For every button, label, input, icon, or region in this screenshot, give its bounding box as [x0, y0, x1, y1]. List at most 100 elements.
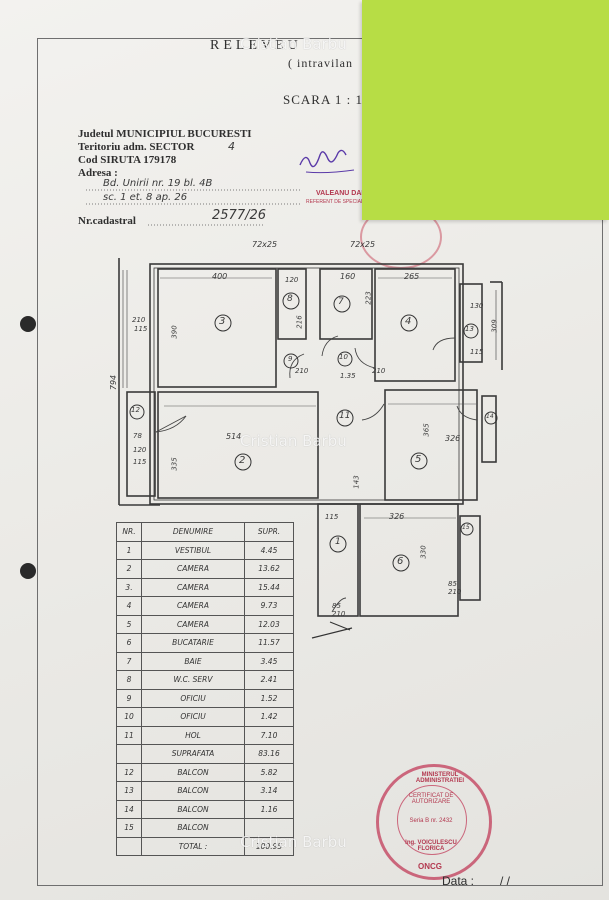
legend-nr: 7 [116, 651, 142, 671]
dimension-label: 794 [109, 374, 119, 391]
dimension-label: 223 [364, 291, 373, 305]
legend-area: 3.14 [244, 781, 294, 801]
room-label: 2 [239, 455, 246, 466]
legend-area: SUPR. [244, 522, 294, 542]
stamp-ring-text: MINISTERUL ADMINISTRATIEI [415, 772, 465, 784]
legend-nr: 14 [116, 799, 142, 819]
dimension-label: 115 [325, 513, 339, 521]
room-label: 4 [405, 316, 412, 327]
legend-nr: 15 [116, 818, 142, 838]
dimension-label: 78 [133, 432, 142, 440]
dimension-label: 120 [285, 276, 299, 284]
room-label: 6 [397, 556, 404, 567]
legend-nr: 12 [116, 762, 142, 782]
legend-nr: 1 [116, 540, 142, 560]
dimension-label: 210 [332, 610, 346, 618]
legend-nr [116, 836, 142, 856]
legend-row: TOTAL :100.95 [116, 836, 294, 856]
legend-name: HOL [141, 725, 245, 745]
document-subtitle: ( intravilan [288, 56, 353, 70]
dimension-label: 210 [448, 588, 462, 596]
dimension-label: 365 [422, 423, 431, 437]
legend-name: BAIE [141, 651, 245, 671]
legend-name: OFICIU [141, 707, 245, 727]
legend-area: 9.73 [244, 596, 294, 616]
legend-area: 7.10 [244, 725, 294, 745]
dimension-label: 1.35 [340, 372, 356, 380]
legend-nr: 3. [116, 577, 142, 597]
legend-nr: 10 [116, 707, 142, 727]
legend-name: SUPRAFATA [141, 744, 245, 764]
adresa-line-1: Bd. Unirii nr. 19 bl. 4B [103, 178, 213, 189]
legend-area: 4.45 [244, 540, 294, 560]
legend-name: CAMERA [141, 577, 245, 597]
adresa-line-2: sc. 1 et. 8 ap. 26 [103, 192, 188, 203]
legend-area: 5.82 [244, 762, 294, 782]
dimension-label: 210 [132, 316, 146, 324]
legend-area: 12.03 [244, 614, 294, 634]
legend-nr: 6 [116, 633, 142, 653]
dimension-label: 309 [490, 319, 499, 333]
room-label: 12 [131, 406, 140, 414]
dimension-label: 85 [448, 580, 457, 588]
legend-area: 100.95 [244, 836, 294, 856]
dimension-label: 210 [372, 367, 386, 375]
legend-name: OFICIU [141, 688, 245, 708]
legend-name: CAMERA [141, 596, 245, 616]
legend-name: BALCON [141, 818, 245, 838]
legend-nr: 4 [116, 596, 142, 616]
referent-name: VALEANU DANIELA [316, 190, 383, 197]
room-label: 15 [462, 524, 470, 531]
stamp-name-text: Ing. VOICULESCU FLORICA [405, 840, 457, 852]
dimension-label: 514 [226, 432, 242, 441]
legend-nr: NR. [116, 522, 142, 542]
legend-name: TOTAL : [141, 836, 245, 856]
legend-area: 13.62 [244, 559, 294, 579]
data-label: Data : [442, 874, 475, 888]
legend-name: BALCON [141, 799, 245, 819]
legend-nr: 8 [116, 670, 142, 690]
legend-nr [116, 744, 142, 764]
data-value: / / [500, 874, 511, 888]
legend-name: VESTIBUL [141, 540, 245, 560]
legend-name: CAMERA [141, 559, 245, 579]
legend-area: 1.42 [244, 707, 294, 727]
watermark-top: Cristian Barbu [240, 35, 347, 53]
scale-label: SCARA 1 : 1 [283, 92, 363, 107]
dimension-label: 330 [419, 545, 428, 559]
dimension-label: 115 [133, 458, 147, 466]
dimension-label: 72x25 [252, 240, 278, 249]
room-label: 7 [338, 297, 344, 307]
watermark-bottom: Cristian Barbu [240, 833, 347, 851]
stamp-series-text: Seria B nr. 2432 [409, 818, 453, 824]
dimension-label: 120 [133, 446, 147, 454]
dimension-label: 265 [404, 272, 420, 281]
room-label: 9 [288, 355, 293, 363]
dimension-label: 143 [352, 475, 361, 489]
dimension-label: 160 [340, 272, 356, 281]
legend-name: BUCATARIE [141, 633, 245, 653]
nr-cadastral-label: Nr.cadastral [78, 215, 136, 227]
dimension-label: 335 [170, 457, 179, 471]
nr-cadastral-value: 2577/26 [212, 208, 267, 223]
dimension-label: 326 [389, 512, 405, 521]
cod-siruta-line: Cod SIRUTA 179178 [78, 154, 177, 166]
dimension-label: 115 [134, 325, 148, 333]
room-label: 8 [287, 294, 293, 304]
room-label: 14 [486, 413, 494, 420]
stamp-center-text: CERTIFICAT DE AUTORIZARE [408, 793, 454, 805]
